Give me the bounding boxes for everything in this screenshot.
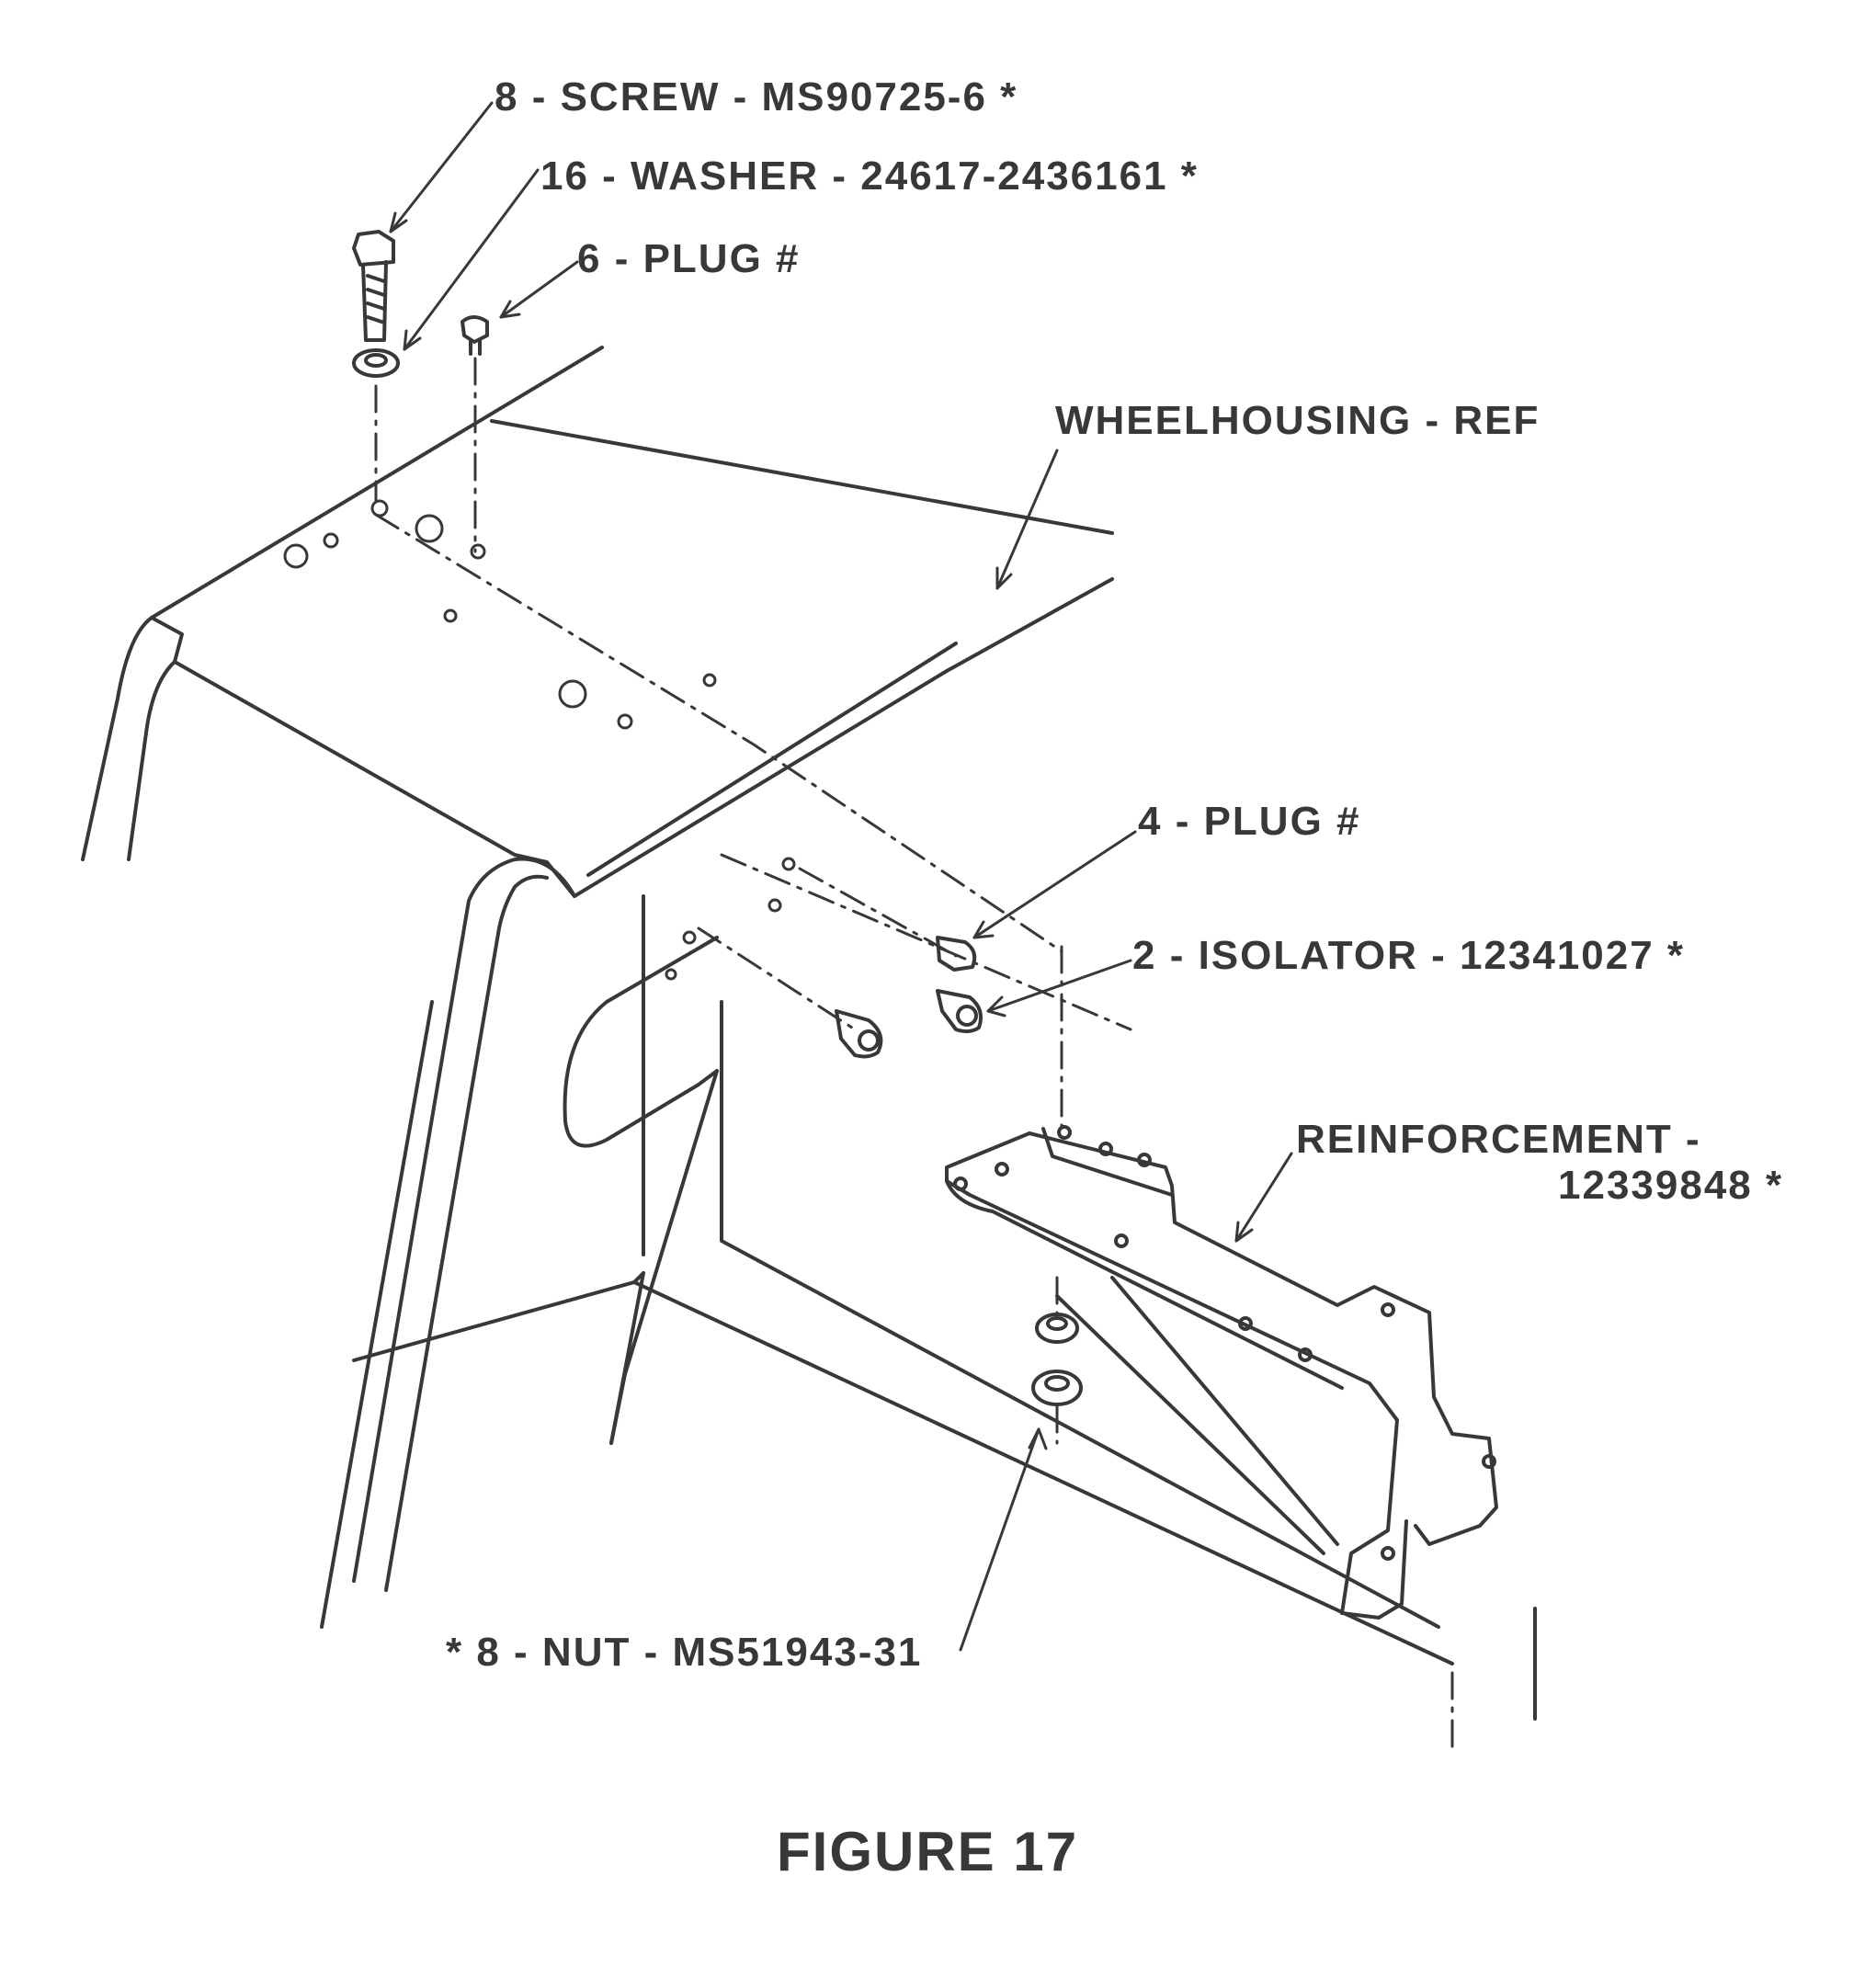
assembly-centerlines: [374, 357, 1454, 1757]
wheelhousing-body: [81, 346, 1537, 1721]
nut-parts: [1031, 1313, 1083, 1406]
mounting-holes: [283, 499, 796, 981]
plug-side-part: [936, 936, 977, 972]
washer-label: 16 - WASHER - 24617-2436161 *: [540, 153, 1199, 199]
plug-top-part: [460, 315, 489, 356]
reinforcement-label-line2: 12339848 *: [1558, 1163, 1784, 1208]
screw-part: [352, 230, 395, 342]
isolator-parts: [835, 989, 983, 1059]
leader-lines: [389, 101, 1293, 1652]
screw-label: 8 - SCREW - MS90725-6 *: [495, 74, 1018, 119]
washer-part: [352, 348, 400, 378]
wheelhousing-label: WHEELHOUSING - REF: [1055, 398, 1541, 443]
isolator-label: 2 - ISOLATOR - 12341027 *: [1132, 933, 1686, 978]
reinforcement-label-line1: REINFORCEMENT -: [1296, 1117, 1701, 1162]
plug-side-label: 4 - PLUG #: [1138, 799, 1361, 844]
plug-top-label: 6 - PLUG #: [577, 236, 801, 281]
nut-label: * 8 - NUT - MS51943-31: [446, 1630, 923, 1675]
reinforcement-bracket: [945, 1125, 1498, 1620]
figure-caption: FIGURE 17: [777, 1821, 1079, 1882]
